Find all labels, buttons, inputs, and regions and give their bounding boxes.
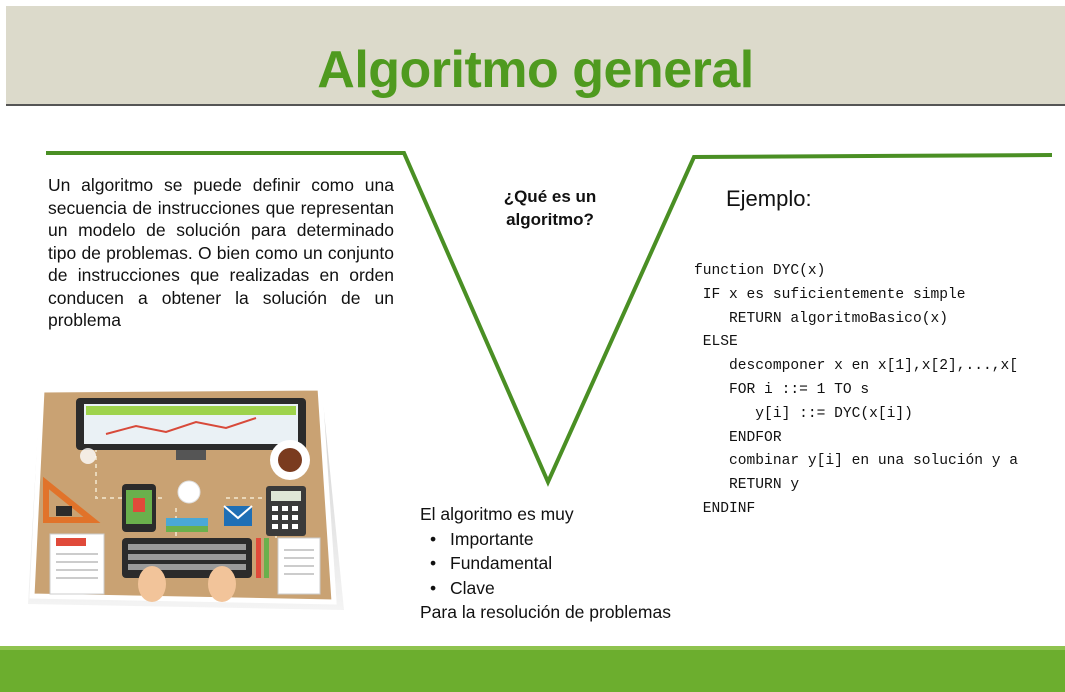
bullet-icon: • xyxy=(430,577,437,598)
footer-bar xyxy=(0,650,1065,692)
code-example: function DYC(x) IF x es suficientemente … xyxy=(694,260,1065,522)
code-line: function DYC(x) xyxy=(694,263,826,279)
code-line: descomponer x en x[1],x[2],...,x[ xyxy=(694,358,1019,375)
code-line: FOR i ::= 1 TO s xyxy=(694,381,870,398)
importance-intro: El algoritmo es muy xyxy=(420,504,574,524)
code-line: y[i] ::= DYC(x[i]) xyxy=(694,405,913,422)
code-line: RETURN y xyxy=(694,477,800,494)
code-line: ELSE xyxy=(694,334,738,351)
list-item: •Clave xyxy=(420,576,671,601)
example-label: Ejemplo: xyxy=(726,186,812,211)
bullet-icon: • xyxy=(430,553,437,573)
importance-outro: Para la resolución de problemas xyxy=(420,602,671,622)
importance-list: El algoritmo es muy •Importante •Fundame… xyxy=(420,502,671,625)
code-line: combinar y[i] en una solución y a xyxy=(694,453,1019,470)
bullet-icon: • xyxy=(430,528,437,549)
code-line: ENDFOR xyxy=(694,429,782,446)
list-item: •Importante xyxy=(420,527,671,552)
page-title: Algoritmo general xyxy=(317,41,754,99)
desk-workspace-illustration xyxy=(28,388,344,610)
code-line: RETURN algoritmoBasico(x) xyxy=(694,310,948,327)
algorithm-definition: Un algoritmo se puede definir como una s… xyxy=(48,175,394,330)
code-line: IF x es suficientemente simple xyxy=(694,286,966,303)
code-line: ENDINF xyxy=(694,500,756,517)
header-banner: Algoritmo general xyxy=(6,6,1065,106)
list-item: •Fundamental xyxy=(420,551,671,576)
footer-highlight xyxy=(0,646,1065,650)
question-text: ¿Qué es un algoritmo? xyxy=(503,187,597,229)
